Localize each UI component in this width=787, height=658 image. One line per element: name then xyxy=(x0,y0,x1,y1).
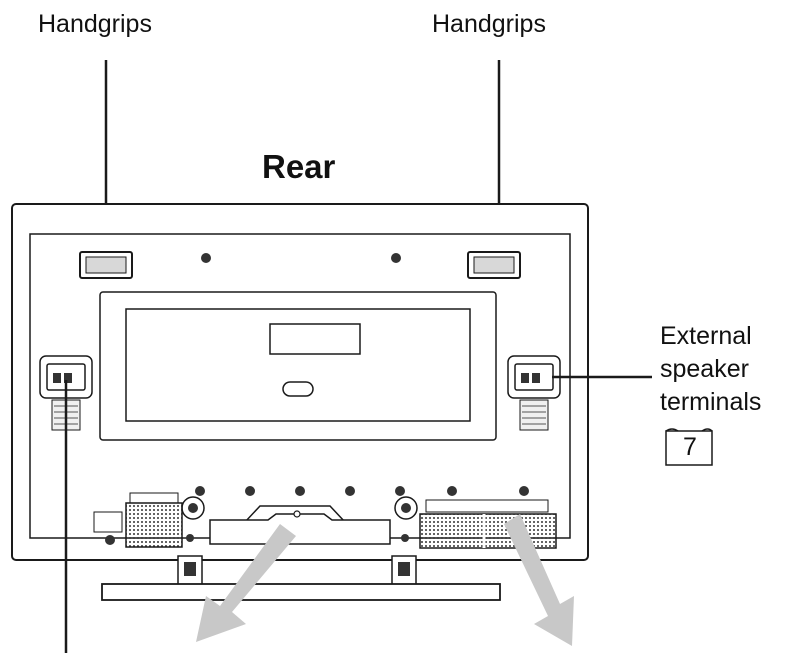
stand-mount-left xyxy=(181,496,205,520)
rear-view-title: Rear xyxy=(262,148,336,185)
bottom-screws xyxy=(105,486,529,545)
external-speaker-label-line-2: speaker xyxy=(660,355,749,383)
center-slot xyxy=(282,381,314,397)
vent-right xyxy=(419,499,557,549)
stand-post-right xyxy=(391,555,417,587)
book-icon xyxy=(665,428,713,466)
arrow-down-right xyxy=(504,514,574,646)
external-speaker-label-line-1: External xyxy=(660,322,752,350)
handgrips-left-label: Handgrips xyxy=(38,10,152,38)
external-speaker-terminals-label: External speaker terminals xyxy=(660,320,761,419)
page-reference-number: 7 xyxy=(683,433,697,461)
handgrip-right xyxy=(467,251,521,279)
label-plate xyxy=(269,323,361,355)
stand-base xyxy=(101,583,501,601)
external-speaker-label-line-3: terminals xyxy=(660,388,762,416)
screw xyxy=(391,253,401,263)
handgrips-right-label: Handgrips xyxy=(432,10,546,38)
speaker-terminal-right xyxy=(507,355,561,431)
stand-post-left xyxy=(177,555,203,587)
screw xyxy=(201,253,211,263)
arrow-down-left xyxy=(196,524,296,642)
stand-mount-right xyxy=(394,496,418,520)
vent-left xyxy=(93,492,183,548)
page-reference[interactable]: 7 xyxy=(664,427,716,467)
handgrip-left xyxy=(79,251,133,279)
